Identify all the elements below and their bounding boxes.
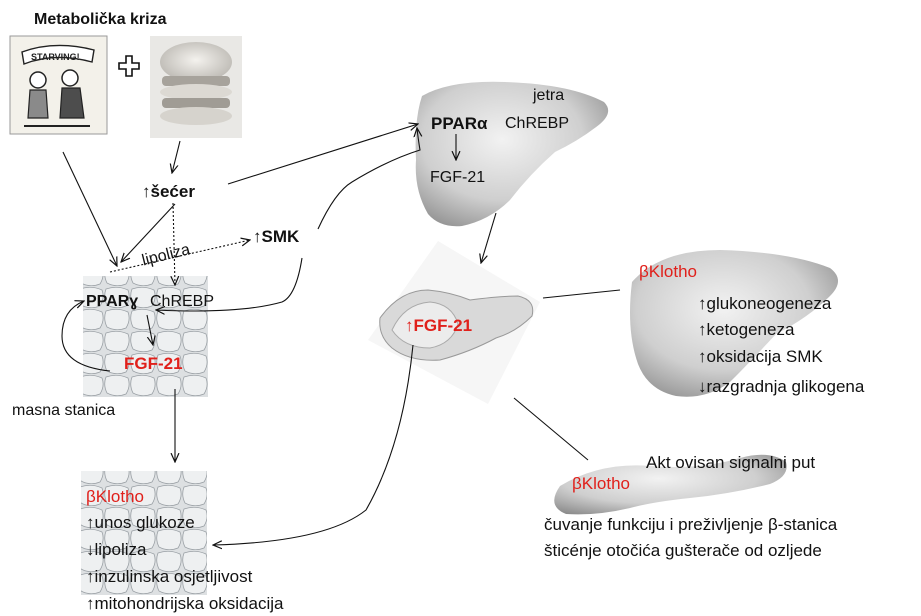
adipose-caption: masna stanica [12, 401, 115, 421]
right-liver-effect: ↓razgradnja glikogena [698, 377, 864, 397]
bottom-adipose-effect: ↑unos glukoze [86, 513, 195, 533]
sugar-label: ↑šećer [142, 182, 195, 202]
smk-label: ↑SMK [253, 227, 299, 247]
connector-bone-to-right-liver [543, 290, 620, 298]
arrow-bone-to-bottom-adipose [213, 345, 413, 545]
liver-image-top [416, 82, 609, 226]
right-liver-klotho-label: βKlotho [639, 262, 697, 282]
adipose-chrebp-label: ChREBP [150, 292, 214, 312]
right-liver-effect: ↑ketogeneza [698, 320, 794, 340]
starving-cartoon-image: STARVING! [10, 36, 107, 134]
bottom-adipose-klotho-label: βKlotho [86, 487, 144, 507]
liver-fgf-label: FGF-21 [430, 168, 485, 188]
liver-name-label: jetra [533, 86, 564, 106]
plus-icon [119, 56, 139, 76]
arrow-sugar-to-liver [228, 124, 418, 184]
bottom-adipose-effect: ↑mitohondrijska oksidacija [86, 594, 283, 614]
bottom-adipose-effect: ↑inzulinska osjetljivost [86, 567, 252, 587]
liver-ppar-label: PPARα [431, 114, 487, 134]
adipose-fgf-label: FGF-21 [124, 354, 183, 374]
pancreas-pathway-label: Akt ovisan signalni put [646, 453, 815, 473]
pancreas-effect: čuvanje funkciju i preživljenje β-stanic… [544, 515, 837, 535]
right-liver-effect: ↑oksidacija SMK [698, 347, 823, 367]
svg-text:STARVING!: STARVING! [31, 52, 80, 62]
burger-image [150, 36, 242, 138]
arrow-smk-to-liver [318, 128, 420, 229]
pancreas-effect: šticénje otočića gušterače od ozljede [544, 541, 822, 561]
arrow-burger-to-sugar [172, 141, 180, 173]
bottom-adipose-effect: ↓lipoliza [86, 540, 146, 560]
arrow-cartoon-to-adipose [63, 152, 117, 266]
diagram-title: Metabolička kriza [34, 10, 167, 30]
adipose-ppar-label: PPARɣ [86, 292, 138, 312]
center-fgf-label: ↑FGF-21 [405, 316, 472, 336]
pancreas-klotho-label: βKlotho [572, 474, 630, 494]
liver-chrebp-label: ChREBP [505, 114, 569, 134]
right-liver-effect: ↑glukoneogeneza [698, 294, 831, 314]
connector-bone-to-pancreas [514, 398, 588, 460]
arrow-liver-to-bone [481, 213, 496, 263]
